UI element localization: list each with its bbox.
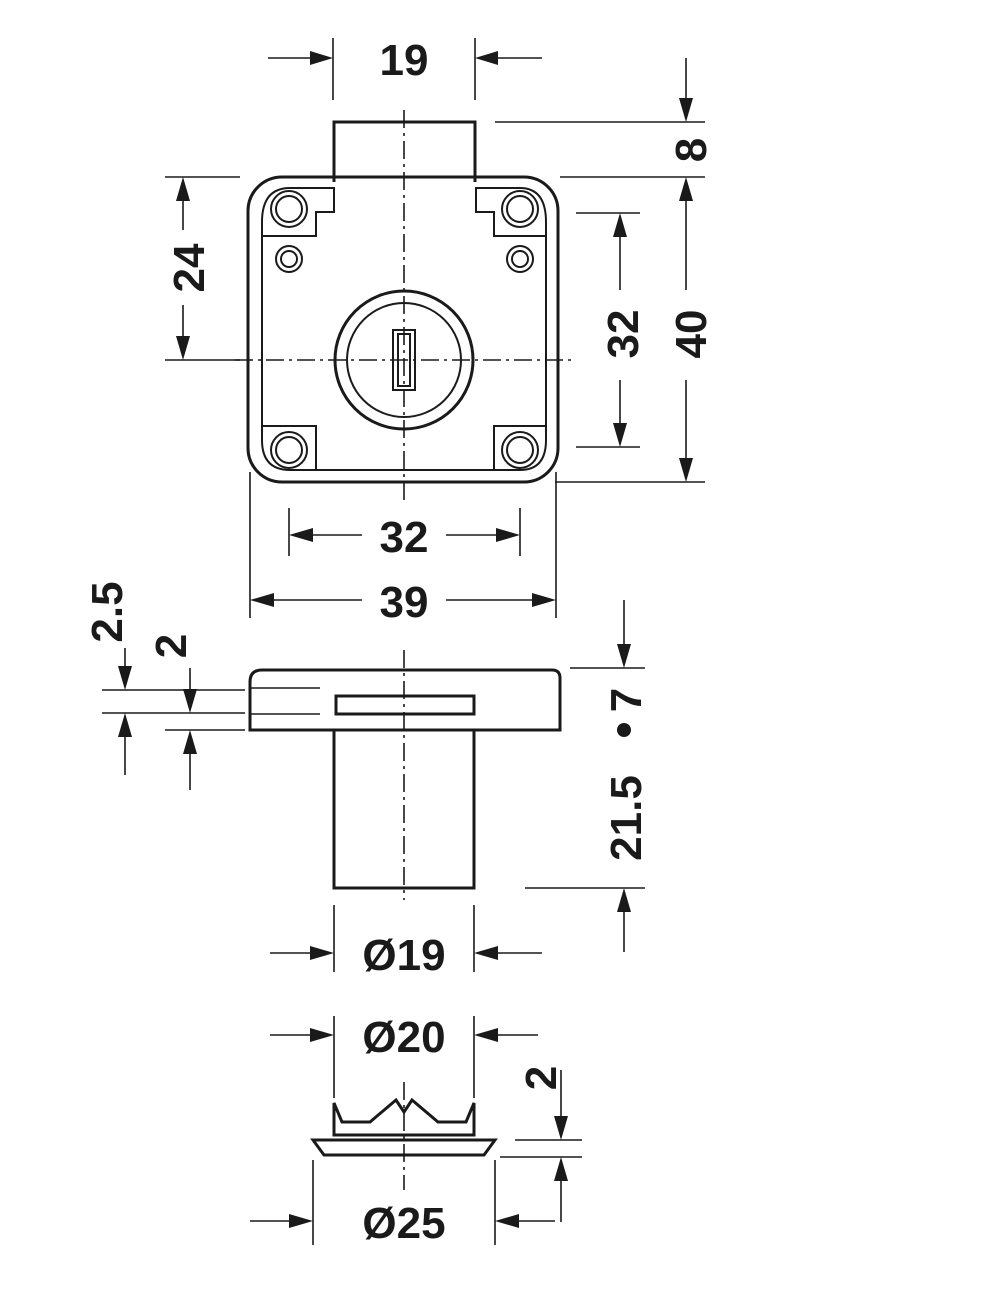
label-hole-spacing-vertical: 32 (599, 310, 648, 359)
label-cylinder-diameter: Ø19 (362, 931, 445, 980)
label-hole-spacing-horizontal: 32 (380, 513, 429, 562)
dimension-hole-spacing-vertical: 32 (576, 212, 648, 448)
dimension-side-heights: 7 21.5 (525, 600, 651, 952)
dimension-cylinder-diameter: Ø19 (270, 905, 542, 980)
label-top-slot-width: 19 (380, 36, 429, 85)
label-body-width: 39 (380, 578, 429, 627)
label-vertical-offset: 24 (165, 243, 214, 292)
dimension-top-slot: 19 (268, 36, 542, 100)
pin-hole-right (506, 245, 534, 273)
label-cylinder-length: 21.5 (602, 775, 651, 861)
label-flange-thickness: 7 (602, 688, 651, 712)
pin-hole-left (275, 245, 303, 273)
label-rose-inner-diameter: Ø20 (362, 1013, 445, 1062)
datum-dot (617, 723, 631, 737)
dimension-rose-height: 2 (500, 1066, 582, 1222)
dimension-vertical-offset: 24 (165, 176, 240, 361)
dimension-bolt-offsets: 2.5 2 (83, 581, 245, 790)
label-rose-outer-diameter: Ø25 (362, 1199, 445, 1248)
label-bolt-top-offset: 2.5 (83, 581, 132, 642)
label-rose-height: 2 (517, 1066, 566, 1090)
label-body-height: 40 (667, 310, 716, 359)
screw-hole-bottom-left (270, 431, 308, 469)
screw-hole-top-right (501, 190, 539, 228)
dimension-rose-inner-diameter: Ø20 (270, 1013, 538, 1098)
dimension-hole-spacing-horizontal: 32 (288, 508, 521, 562)
dimension-right-heights: 8 40 (495, 58, 716, 483)
dimension-body-width: 39 (249, 472, 557, 627)
screw-hole-bottom-right (501, 431, 539, 469)
label-bolt-projection: 8 (667, 138, 716, 162)
label-bolt-thickness: 2 (147, 634, 196, 658)
front-view (235, 110, 572, 500)
dimension-rose-outer-diameter: Ø25 (250, 1160, 555, 1248)
rose-view (310, 1082, 498, 1190)
side-view (248, 650, 562, 900)
screw-hole-top-left (270, 190, 308, 228)
